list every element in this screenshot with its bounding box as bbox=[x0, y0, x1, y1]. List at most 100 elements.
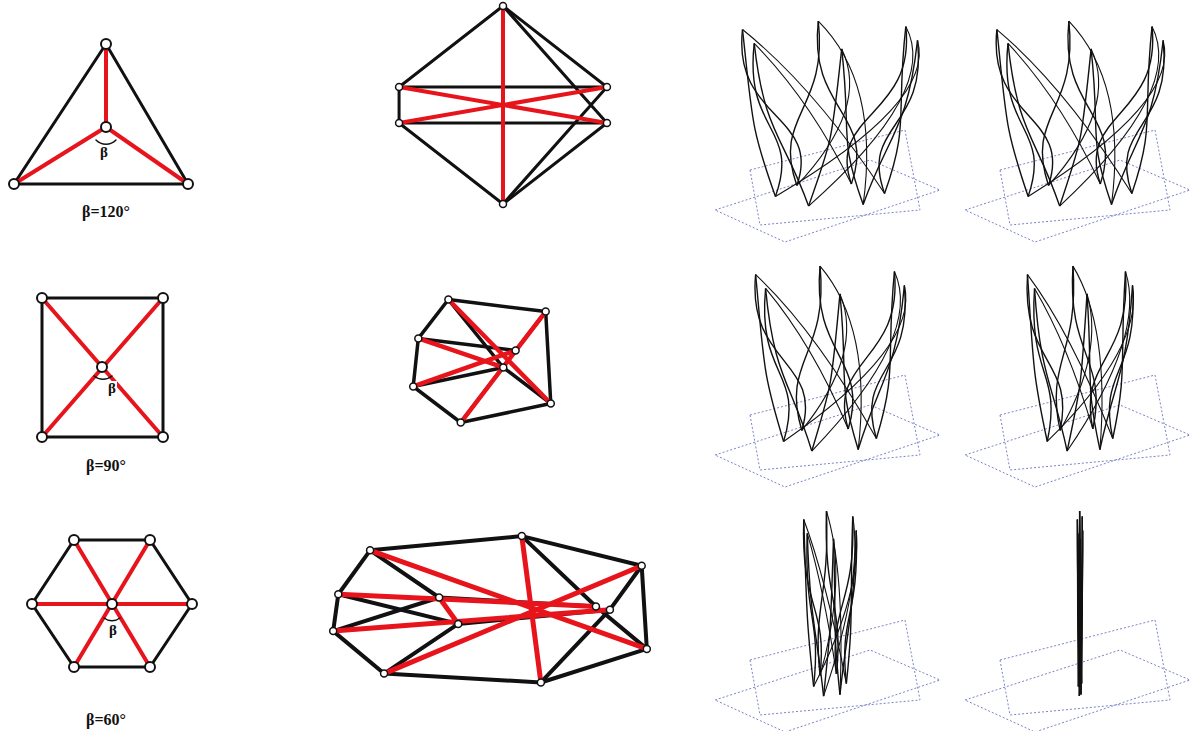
joint bbox=[436, 594, 443, 601]
cable bbox=[370, 550, 439, 597]
ground-plane bbox=[750, 375, 920, 470]
cable bbox=[333, 594, 338, 631]
cable bbox=[1067, 272, 1130, 451]
cable bbox=[775, 40, 919, 196]
strut bbox=[399, 87, 607, 123]
cable bbox=[413, 338, 418, 386]
cable bbox=[333, 631, 384, 673]
cable bbox=[642, 566, 647, 649]
bent-strut bbox=[996, 30, 1053, 186]
joint bbox=[512, 347, 519, 354]
cable bbox=[1079, 517, 1082, 696]
cable bbox=[546, 312, 551, 404]
bent-strut bbox=[1068, 21, 1106, 184]
joint bbox=[445, 296, 452, 303]
joint bbox=[500, 3, 507, 10]
joint bbox=[606, 606, 613, 613]
strut bbox=[399, 87, 607, 123]
cable bbox=[809, 27, 913, 206]
angle-label: β bbox=[107, 381, 117, 396]
cable bbox=[522, 536, 596, 606]
square-plan bbox=[37, 293, 168, 442]
cable bbox=[503, 6, 607, 87]
ground-plane bbox=[965, 405, 1190, 487]
simulation-views bbox=[715, 21, 1190, 731]
cable bbox=[541, 610, 610, 683]
joint bbox=[547, 400, 554, 407]
bent-strut bbox=[1042, 21, 1070, 185]
simulation-panel bbox=[965, 266, 1190, 487]
cable bbox=[826, 511, 841, 694]
bent-strut bbox=[817, 21, 857, 184]
angle-caption: β=90° bbox=[86, 458, 126, 474]
bent-strut bbox=[863, 40, 917, 204]
bent-strut bbox=[819, 266, 853, 429]
joint bbox=[542, 308, 549, 315]
strut bbox=[448, 300, 550, 404]
simulation-panel bbox=[715, 266, 940, 487]
cable bbox=[820, 266, 861, 449]
ground-plane bbox=[750, 130, 920, 225]
cable bbox=[1069, 21, 1115, 204]
perspective-views bbox=[330, 3, 651, 686]
joint bbox=[603, 120, 610, 127]
joint bbox=[518, 533, 525, 540]
cable bbox=[754, 43, 851, 184]
cable bbox=[1028, 40, 1165, 196]
triangle-plan bbox=[9, 39, 193, 189]
cable bbox=[766, 288, 849, 429]
cable bbox=[503, 123, 607, 204]
bent-strut bbox=[742, 30, 802, 186]
joint bbox=[638, 562, 645, 569]
ground-plane bbox=[1000, 620, 1170, 715]
joint bbox=[396, 120, 403, 127]
cable bbox=[596, 606, 647, 648]
bent-strut bbox=[755, 275, 806, 431]
plan-views bbox=[9, 39, 197, 672]
cable bbox=[1035, 288, 1093, 429]
joint bbox=[643, 645, 650, 652]
simulation-panel bbox=[715, 21, 940, 242]
simulation-panel bbox=[715, 511, 940, 731]
ground-plane bbox=[965, 160, 1190, 242]
ground-plane bbox=[715, 160, 940, 242]
joint bbox=[603, 84, 610, 91]
angle-label: β bbox=[99, 145, 109, 160]
cable bbox=[418, 300, 448, 339]
cable bbox=[1060, 27, 1159, 206]
cable bbox=[503, 87, 607, 204]
cable bbox=[399, 123, 503, 204]
joint bbox=[330, 628, 337, 635]
cable bbox=[413, 386, 461, 422]
cable bbox=[448, 300, 545, 312]
simulation-panel bbox=[965, 21, 1190, 242]
bent-strut bbox=[1072, 266, 1096, 429]
cable bbox=[1073, 266, 1102, 449]
angle-caption: β=120° bbox=[82, 204, 130, 220]
cable bbox=[784, 285, 906, 441]
joint bbox=[415, 335, 422, 342]
tensegrity-perspective bbox=[330, 533, 651, 686]
joint bbox=[367, 547, 374, 554]
ground-plane bbox=[715, 405, 940, 487]
cable bbox=[1008, 43, 1100, 184]
joint bbox=[500, 364, 507, 371]
tensegrity-perspective bbox=[410, 296, 555, 426]
bent-strut bbox=[1027, 275, 1063, 431]
joint bbox=[335, 591, 342, 598]
simulation-panel bbox=[965, 511, 1190, 731]
joint bbox=[537, 679, 544, 686]
hexagon-plan bbox=[27, 535, 197, 672]
angle-caption: β=60° bbox=[86, 712, 126, 728]
bent-strut bbox=[1056, 266, 1073, 430]
joint bbox=[500, 201, 507, 208]
joint bbox=[410, 383, 417, 390]
strut bbox=[418, 338, 503, 367]
joint bbox=[381, 670, 388, 677]
joint bbox=[457, 419, 464, 426]
joint bbox=[592, 603, 599, 610]
angle-label: β bbox=[108, 623, 118, 638]
tensegrity-perspective bbox=[396, 3, 611, 208]
joint bbox=[396, 84, 403, 91]
bent-strut bbox=[818, 511, 827, 675]
